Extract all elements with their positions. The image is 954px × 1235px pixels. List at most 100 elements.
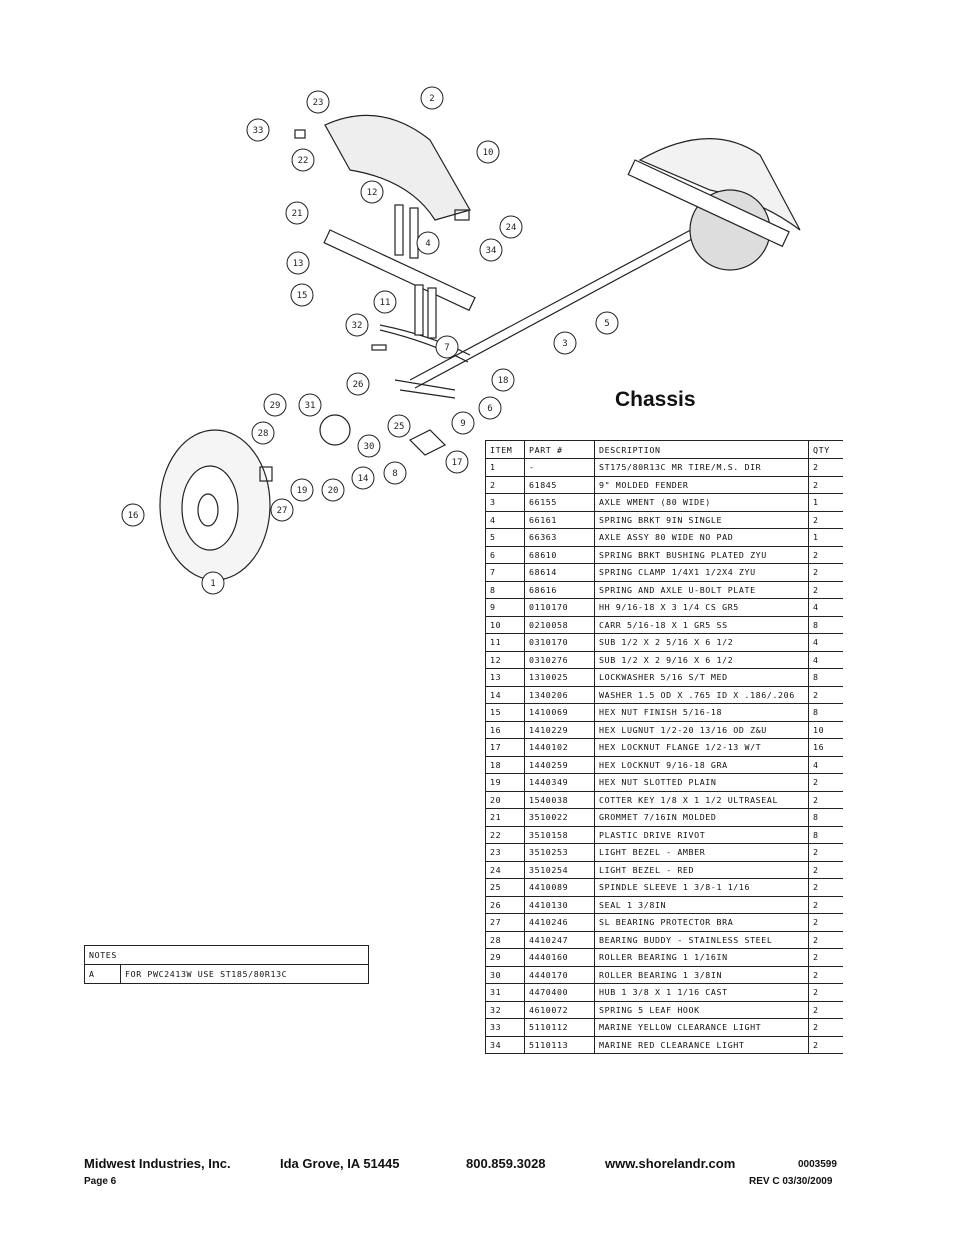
part-number-cell: 1310025 bbox=[524, 668, 595, 687]
callout-2: 2 bbox=[420, 86, 444, 110]
description-cell: COTTER KEY 1/8 X 1 1/2 ULTRASEAL bbox=[594, 791, 809, 809]
callout-label: 33 bbox=[253, 126, 264, 136]
header-part-number: PART # bbox=[524, 440, 595, 459]
notes-table: NOTES A FOR PWC2413W USE ST185/80R13C bbox=[84, 945, 369, 984]
note-text: FOR PWC2413W USE ST185/80R13C bbox=[120, 964, 369, 984]
description-cell: HUB 1 3/8 X 1 1/16 CAST bbox=[594, 983, 809, 1002]
part-number-cell: 3510022 bbox=[524, 808, 595, 827]
callout-label: 15 bbox=[297, 291, 308, 301]
item-cell: 30 bbox=[485, 966, 525, 984]
item-cell: 26 bbox=[485, 896, 525, 914]
part-number-cell: 4440170 bbox=[524, 966, 595, 984]
item-cell: 9 bbox=[485, 598, 525, 617]
callout-circle bbox=[201, 571, 225, 595]
callout-34: 34 bbox=[479, 238, 503, 262]
description-cell: BEARING BUDDY - STAINLESS STEEL bbox=[594, 931, 809, 949]
description-cell: SPRING AND AXLE U-BOLT PLATE bbox=[594, 581, 809, 599]
callout-label: 9 bbox=[460, 419, 465, 429]
description-cell: WASHER 1.5 OD X .765 ID X .186/.206 bbox=[594, 686, 809, 704]
callout-31: 31 bbox=[298, 393, 322, 417]
callout-18: 18 bbox=[491, 368, 515, 392]
callout-23: 23 bbox=[306, 90, 330, 114]
qty-cell: 2 bbox=[808, 878, 843, 897]
callout-circle bbox=[270, 498, 294, 522]
item-cell: 13 bbox=[485, 668, 525, 687]
description-cell: AXLE WMENT (80 WIDE) bbox=[594, 493, 809, 512]
callout-circle bbox=[445, 450, 469, 474]
description-cell: SEAL 1 3/8IN bbox=[594, 896, 809, 914]
item-cell: 29 bbox=[485, 948, 525, 967]
description-cell: GROMMET 7/16IN MOLDED bbox=[594, 808, 809, 827]
qty-cell: 2 bbox=[808, 563, 843, 582]
callout-label: 18 bbox=[498, 376, 509, 386]
callout-label: 27 bbox=[277, 506, 288, 516]
qty-cell: 2 bbox=[808, 843, 843, 862]
left-fender bbox=[324, 114, 471, 221]
item-cell: 34 bbox=[485, 1036, 525, 1054]
callout-29: 29 bbox=[263, 393, 287, 417]
item-cell: 6 bbox=[485, 546, 525, 564]
notes-header: NOTES bbox=[84, 945, 369, 965]
description-cell: LOCKWASHER 5/16 S/T MED bbox=[594, 668, 809, 687]
part-number-cell: 4610072 bbox=[524, 1001, 595, 1019]
part-number-cell: 1410229 bbox=[524, 721, 595, 739]
callout-circle bbox=[383, 461, 407, 485]
item-cell: 15 bbox=[485, 703, 525, 722]
item-cell: 33 bbox=[485, 1018, 525, 1037]
clearance-light bbox=[294, 129, 306, 139]
qty-cell: 2 bbox=[808, 1001, 843, 1019]
light-bezel-red bbox=[454, 209, 470, 221]
header-qty: QTY bbox=[808, 440, 843, 459]
callout-5: 5 bbox=[595, 311, 619, 335]
callout-label: 32 bbox=[352, 321, 363, 331]
sub-bolt-12-a bbox=[394, 204, 404, 256]
callout-circle bbox=[357, 434, 381, 458]
callout-label: 1 bbox=[210, 579, 215, 589]
qty-cell: 2 bbox=[808, 686, 843, 704]
callout-label: 4 bbox=[425, 239, 430, 249]
qty-cell: 2 bbox=[808, 581, 843, 599]
part-number-cell: 3510158 bbox=[524, 826, 595, 844]
callout-30: 30 bbox=[357, 434, 381, 458]
bearing-protector bbox=[259, 466, 273, 482]
callout-label: 16 bbox=[128, 511, 139, 521]
description-cell: AXLE ASSY 80 WIDE NO PAD bbox=[594, 528, 809, 547]
callout-7: 7 bbox=[435, 335, 459, 359]
callout-label: 8 bbox=[392, 469, 397, 479]
qty-cell: 1 bbox=[808, 528, 843, 547]
footer-location: Ida Grove, IA 51445 bbox=[280, 1156, 400, 1171]
item-cell: 23 bbox=[485, 843, 525, 862]
parts-table-header: ITEM PART # DESCRIPTION QTY bbox=[485, 440, 843, 459]
part-number-cell: 5110113 bbox=[524, 1036, 595, 1054]
part-number-cell: 66363 bbox=[524, 528, 595, 547]
qty-cell: 2 bbox=[808, 511, 843, 529]
part-number-cell: 0310170 bbox=[524, 633, 595, 652]
callout-label: 20 bbox=[328, 486, 339, 496]
qty-cell: 2 bbox=[808, 966, 843, 984]
callout-22: 22 bbox=[291, 148, 315, 172]
header-item: ITEM bbox=[485, 440, 525, 459]
qty-cell: 2 bbox=[808, 896, 843, 914]
item-cell: 5 bbox=[485, 528, 525, 547]
item-cell: 1 bbox=[485, 458, 525, 477]
qty-cell: 2 bbox=[808, 546, 843, 564]
part-number-cell: 66161 bbox=[524, 511, 595, 529]
callout-21: 21 bbox=[285, 201, 309, 225]
part-number-cell: 0210058 bbox=[524, 616, 595, 634]
part-number-cell: - bbox=[524, 458, 595, 477]
qty-cell: 2 bbox=[808, 1018, 843, 1037]
callout-circle bbox=[373, 290, 397, 314]
qty-cell: 2 bbox=[808, 773, 843, 792]
item-cell: 28 bbox=[485, 931, 525, 949]
item-cell: 19 bbox=[485, 773, 525, 792]
callout-circle bbox=[263, 393, 287, 417]
callout-label: 25 bbox=[394, 422, 405, 432]
callout-label: 6 bbox=[487, 404, 492, 414]
